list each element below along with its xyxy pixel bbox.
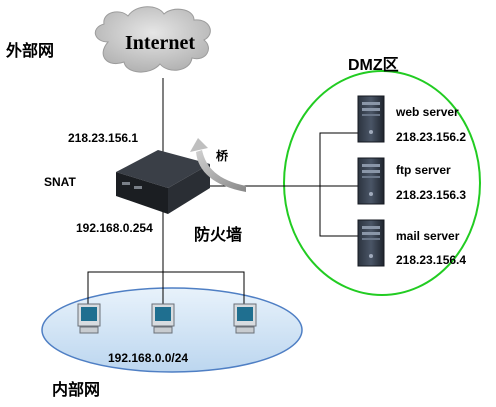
server-icon	[357, 219, 385, 267]
server-ip: 218.23.156.3	[396, 188, 466, 202]
connection-lines	[87, 78, 362, 310]
firewall-label: 防火墙	[194, 225, 242, 244]
pc-icon	[151, 303, 175, 334]
server-ip: 218.23.156.2	[396, 130, 466, 144]
bridge-arrow-icon	[190, 138, 246, 192]
pc-icon	[233, 303, 257, 334]
snat-label: SNAT	[44, 175, 76, 189]
inner-ip-label: 192.168.0.254	[76, 221, 153, 235]
dmz-zone	[283, 70, 481, 296]
server-name: web server	[395, 105, 459, 119]
pc-icon	[77, 303, 101, 334]
external-net-label: 外部网	[5, 41, 54, 60]
bridge-label: 桥	[216, 148, 229, 163]
server-name: mail server	[396, 229, 460, 243]
internet-label: Internet	[125, 32, 195, 54]
server-ip: 218.23.156.4	[396, 253, 466, 267]
server-icon	[357, 157, 385, 205]
server-name: ftp server	[396, 163, 451, 177]
dmz-label: DMZ区	[348, 56, 399, 74]
outer-ip-label: 218.23.156.1	[68, 131, 138, 145]
internal-net-label: 内部网	[52, 380, 100, 399]
lan-subnet-label: 192.168.0.0/24	[108, 351, 188, 365]
firewall-device	[116, 150, 210, 214]
internet-cloud: Internet	[94, 6, 211, 73]
server-icon	[357, 95, 385, 143]
